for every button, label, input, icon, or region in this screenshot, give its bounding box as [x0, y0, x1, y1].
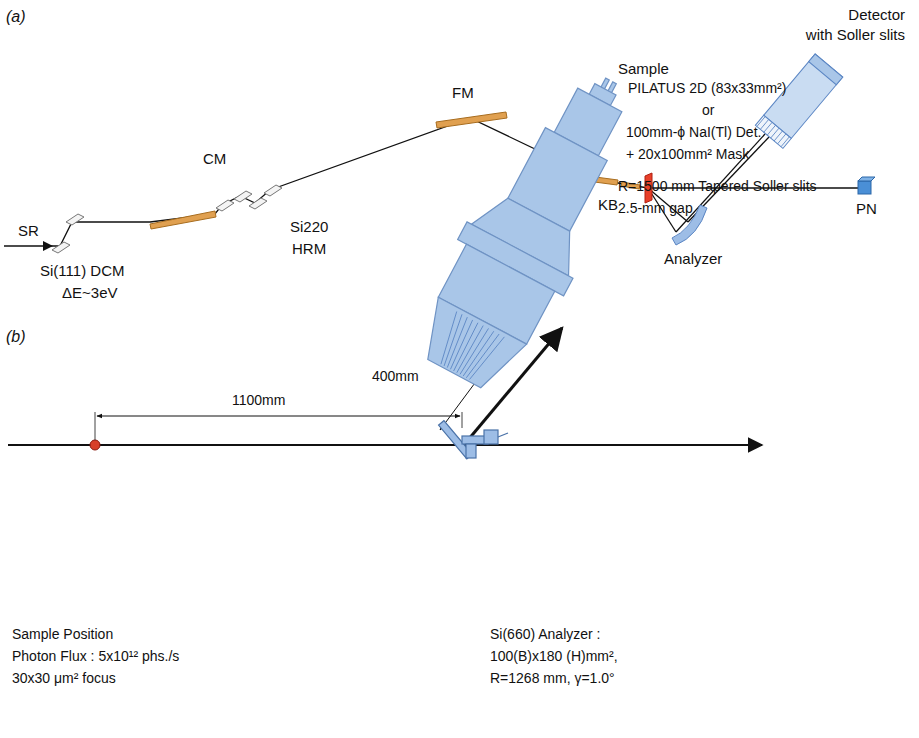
- part-label: 1100mm: [232, 392, 285, 409]
- part-label: FM: [452, 84, 474, 102]
- part-label: PN: [856, 200, 877, 218]
- part-label: Detector: [848, 6, 905, 24]
- focusing-mirror: [436, 112, 507, 128]
- part-label: Photon Flux : 5x10¹² phs./s: [12, 648, 179, 665]
- part-label: 400mm: [372, 368, 419, 385]
- part-label: R=1268 mm, γ=1.0°: [490, 670, 615, 687]
- part-label: Si(660) Analyzer :: [490, 626, 601, 643]
- part-label: or: [702, 102, 714, 119]
- part-label: (b): [6, 328, 26, 346]
- part-label: PILATUS 2D (83x33mm²): [628, 80, 786, 97]
- detector-a: [755, 54, 842, 148]
- beam-line: [52, 118, 858, 246]
- part-label: ΔE~3eV: [62, 284, 117, 302]
- hrm-crystals: [216, 185, 282, 211]
- part-label: 100(B)x180 (H)mm²,: [490, 648, 618, 665]
- part-label: Sample Position: [12, 626, 113, 643]
- part-label: + 20x100mm² Mask: [626, 146, 749, 163]
- beam-path-a: [4, 118, 858, 246]
- dimension-line: [97, 416, 460, 417]
- part-label: Sample: [618, 60, 669, 78]
- part-label: Si(111) DCM: [40, 262, 124, 280]
- analyzer-stage: [439, 421, 508, 459]
- collimating-mirror: [150, 211, 216, 229]
- extension-line: [462, 412, 463, 428]
- part-label: KB: [598, 196, 618, 214]
- pin-diode: [858, 177, 875, 194]
- detector-b: [401, 52, 663, 401]
- part-label: Si220: [290, 218, 328, 236]
- extension-line: [95, 412, 96, 440]
- geometry-b: [8, 360, 762, 450]
- part-label: HRM: [292, 240, 326, 258]
- part-label: with Soller slits: [806, 26, 905, 44]
- part-label: (a): [6, 8, 26, 26]
- part-label: 30x30 μm² focus: [12, 670, 116, 687]
- part-label: SR: [18, 222, 39, 240]
- part-label: CM: [203, 150, 226, 168]
- part-label: 100mm-ϕ NaI(Tl) Det.: [626, 124, 761, 141]
- dcm-crystals: [52, 214, 84, 253]
- diffracted-beam: [468, 328, 562, 440]
- sr-arrow: [4, 245, 52, 246]
- sample-point: [90, 440, 100, 450]
- part-label: 2.5-mm gap: [618, 200, 693, 217]
- part-label: R=1500 mm Tapered Soller slits: [618, 178, 817, 195]
- beam-axis: [8, 444, 762, 446]
- part-label: Analyzer: [664, 250, 722, 268]
